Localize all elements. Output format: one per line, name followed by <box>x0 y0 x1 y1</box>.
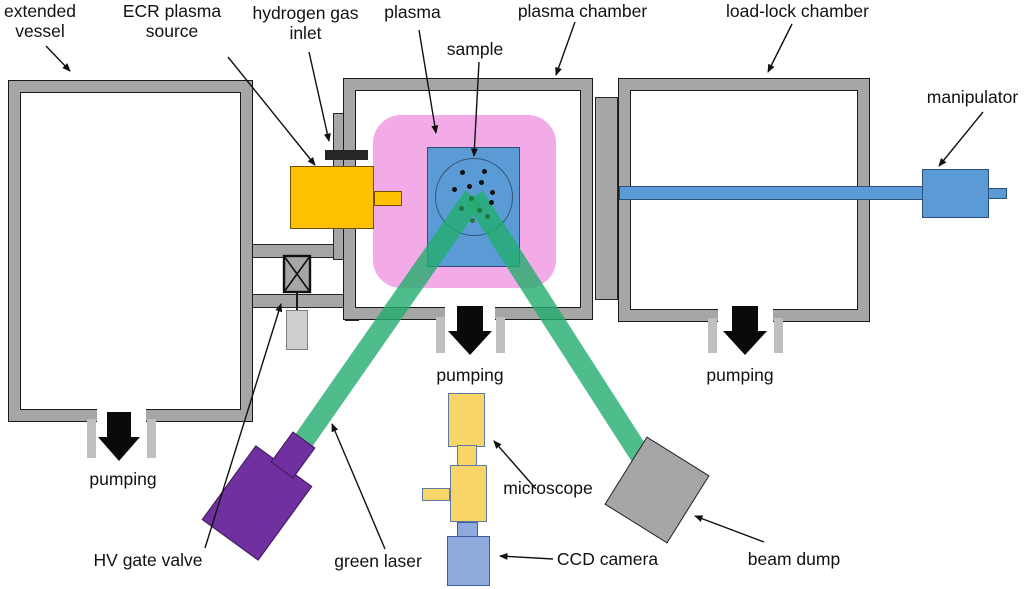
particle <box>452 187 457 192</box>
label-load-lock-chamber: load-lock chamber <box>726 1 869 21</box>
particle-in-beam <box>485 214 490 219</box>
microscope-waist <box>457 445 477 466</box>
label-plasma: plasma <box>384 2 441 22</box>
particle <box>479 180 484 185</box>
particle <box>482 169 487 174</box>
leader-extended-vessel <box>45 45 71 72</box>
particle <box>489 200 494 205</box>
vessel-pump-stub-right <box>147 419 156 458</box>
extended-vessel <box>8 80 253 422</box>
beam-dump-block <box>604 436 710 544</box>
chamber-pump-stub-left <box>436 317 445 353</box>
label-pumping-vessel: pumping <box>89 469 157 489</box>
particle-in-beam <box>477 208 482 213</box>
valve-actuator-rod <box>296 292 298 311</box>
load-lock-interior <box>630 90 858 310</box>
label-pumping-plasma-chamber: pumping <box>436 365 504 385</box>
extended-vessel-interior <box>20 92 241 410</box>
label-microscope: microscope <box>503 478 593 498</box>
manipulator-end-stub <box>986 188 1007 199</box>
leader-manipulator <box>938 111 984 167</box>
gas-inlet-flange <box>325 150 368 160</box>
particle-in-beam <box>469 196 474 201</box>
label-plasma-chamber: plasma chamber <box>517 1 648 21</box>
manipulator-body <box>922 169 989 218</box>
label-ccd-camera: CCD camera <box>556 549 659 569</box>
label-ecr-plasma-source: ECR plasma source <box>122 1 222 41</box>
load-lock-pump-stub-left <box>708 318 717 353</box>
chamber-pump-stub-right <box>496 317 505 353</box>
label-sample: sample <box>446 39 504 59</box>
load-lock-chamber <box>618 78 870 322</box>
hv-gate-valve-symbol <box>282 254 312 294</box>
chamber-pump-port <box>445 303 495 321</box>
load-lock-pump-port <box>718 305 773 323</box>
leader-ccd-camera <box>499 552 554 560</box>
particle <box>490 190 495 195</box>
label-hv-gate-valve: HV gate valve <box>93 550 203 570</box>
ecr-source-nozzle <box>374 191 402 206</box>
leader-plasma-chamber <box>555 21 576 76</box>
manipulator-rod <box>619 186 967 200</box>
ccd-camera-body <box>447 536 490 586</box>
particle-in-beam <box>459 206 464 211</box>
particle-in-beam <box>470 218 475 223</box>
microscope-arm <box>422 488 450 501</box>
label-beam-dump: beam dump <box>747 549 841 569</box>
label-hydrogen-gas-inlet: hydrogen gas inlet <box>252 3 359 43</box>
leader-beam-dump <box>694 515 765 543</box>
valve-actuator <box>286 310 308 350</box>
particle <box>467 184 472 189</box>
vessel-pump-stub-left <box>87 419 96 458</box>
load-lock-pump-stub-right <box>774 318 783 353</box>
chamber-connector <box>595 97 618 300</box>
sample-spot-circle <box>435 158 513 236</box>
vessel-pump-port <box>97 405 146 423</box>
label-pumping-load-lock: pumping <box>706 365 774 385</box>
label-green-laser: green laser <box>334 551 422 571</box>
label-extended-vessel: extended vessel <box>3 1 76 41</box>
leader-hydrogen-gas-inlet <box>308 51 331 142</box>
leader-load-lock-chamber <box>767 23 793 73</box>
leader-green-laser <box>331 423 386 550</box>
microscope-top-tube <box>448 393 485 447</box>
label-manipulator: manipulator <box>926 87 1019 107</box>
ecr-source-body <box>290 166 374 229</box>
particle <box>460 170 465 175</box>
microscope-lower-body <box>450 465 487 522</box>
